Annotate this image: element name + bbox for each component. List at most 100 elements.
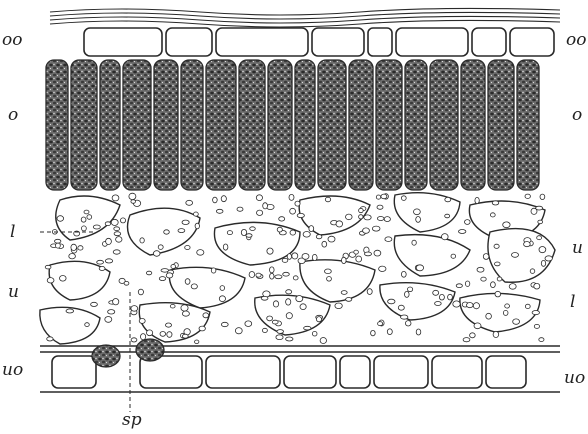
label-l-left: l xyxy=(10,224,15,241)
chloroplast xyxy=(159,277,165,281)
chloroplast xyxy=(525,304,530,308)
label-sp: sp xyxy=(122,412,142,429)
chloroplast xyxy=(325,269,332,274)
chloroplast xyxy=(263,291,270,297)
chloroplast xyxy=(445,197,451,201)
chloroplast xyxy=(161,269,169,273)
chloroplast xyxy=(194,212,199,216)
chloroplast xyxy=(540,194,545,199)
chloroplast xyxy=(416,217,421,223)
chloroplast xyxy=(416,265,423,271)
chloroplast xyxy=(221,196,226,202)
chloroplast xyxy=(164,230,170,234)
chloroplast xyxy=(262,328,267,332)
palisade-cell xyxy=(206,60,236,190)
chloroplast xyxy=(57,216,64,222)
chloroplast xyxy=(378,322,383,326)
chloroplast xyxy=(216,209,223,213)
chloroplast xyxy=(87,215,92,220)
chloroplast xyxy=(371,330,376,335)
chloroplast xyxy=(124,281,129,285)
chloroplast xyxy=(356,256,362,262)
chloroplast xyxy=(272,320,278,324)
chloroplast xyxy=(131,338,137,342)
chloroplast xyxy=(235,328,242,334)
chloroplast xyxy=(475,197,479,203)
chloroplast xyxy=(71,244,77,250)
chloroplast xyxy=(312,254,317,260)
chloroplast xyxy=(467,303,474,308)
palisade-cell xyxy=(349,60,373,190)
chloroplast xyxy=(503,310,508,315)
chloroplast xyxy=(336,221,343,227)
chloroplast xyxy=(185,279,190,285)
chloroplast xyxy=(213,197,218,203)
chloroplast xyxy=(405,321,411,326)
chloroplast xyxy=(55,239,61,243)
chloroplast xyxy=(153,251,160,257)
label-u-left: u xyxy=(8,284,19,301)
chloroplast xyxy=(249,272,255,278)
chloroplast xyxy=(539,247,546,253)
chloroplast xyxy=(273,301,278,307)
chloroplast xyxy=(320,338,326,344)
chloroplast xyxy=(346,214,353,220)
palisade-cell xyxy=(181,60,203,190)
chloroplast xyxy=(374,250,381,256)
chloroplast xyxy=(290,230,296,235)
palisade-cell xyxy=(430,60,458,190)
palisade-cell xyxy=(517,60,539,190)
palisade-cell xyxy=(268,60,292,190)
chloroplast xyxy=(140,238,144,243)
chloroplast xyxy=(385,237,392,242)
chloroplast xyxy=(286,313,292,319)
chloroplast xyxy=(483,254,489,260)
chloroplast xyxy=(292,253,298,259)
chloroplast xyxy=(267,248,273,254)
chloroplast xyxy=(531,208,537,214)
chloroplast xyxy=(131,200,136,204)
chloroplast xyxy=(237,207,243,211)
chloroplast xyxy=(505,304,510,308)
chloroplast xyxy=(191,284,197,289)
chloroplast xyxy=(439,294,444,300)
palisade-cell xyxy=(405,60,427,190)
chloroplast xyxy=(493,331,499,337)
chloroplast xyxy=(275,275,282,279)
chloroplast xyxy=(78,246,83,250)
chloroplast xyxy=(81,217,86,222)
chloroplast xyxy=(113,299,119,305)
chloroplast xyxy=(377,217,384,221)
chloroplast xyxy=(354,250,359,254)
chloroplast xyxy=(246,234,252,238)
chloroplast xyxy=(401,196,406,201)
chloroplast xyxy=(178,229,185,233)
chloroplast xyxy=(147,330,153,336)
chloroplast xyxy=(513,319,520,324)
chloroplast xyxy=(66,309,74,313)
chloroplast xyxy=(47,337,53,341)
chloroplast xyxy=(387,329,392,335)
chloroplast xyxy=(250,227,256,231)
chloroplast xyxy=(359,215,363,219)
chloroplast xyxy=(465,220,471,225)
chloroplast xyxy=(524,242,531,247)
chloroplast xyxy=(114,232,121,236)
chloroplast xyxy=(283,272,290,276)
chloroplast xyxy=(160,332,166,337)
chloroplast xyxy=(342,257,347,263)
chloroplast xyxy=(335,303,342,309)
chloroplast xyxy=(495,291,501,297)
chloroplast xyxy=(131,306,138,312)
chloroplast xyxy=(282,258,288,262)
palisade-cell xyxy=(100,60,120,190)
chloroplast xyxy=(182,311,189,316)
chloroplast xyxy=(401,315,408,319)
chloroplast xyxy=(532,311,539,315)
chloroplast xyxy=(379,266,386,271)
chloroplast xyxy=(270,267,275,273)
chloroplast xyxy=(492,201,499,205)
chloroplast xyxy=(261,296,268,300)
chloroplast xyxy=(365,252,372,256)
